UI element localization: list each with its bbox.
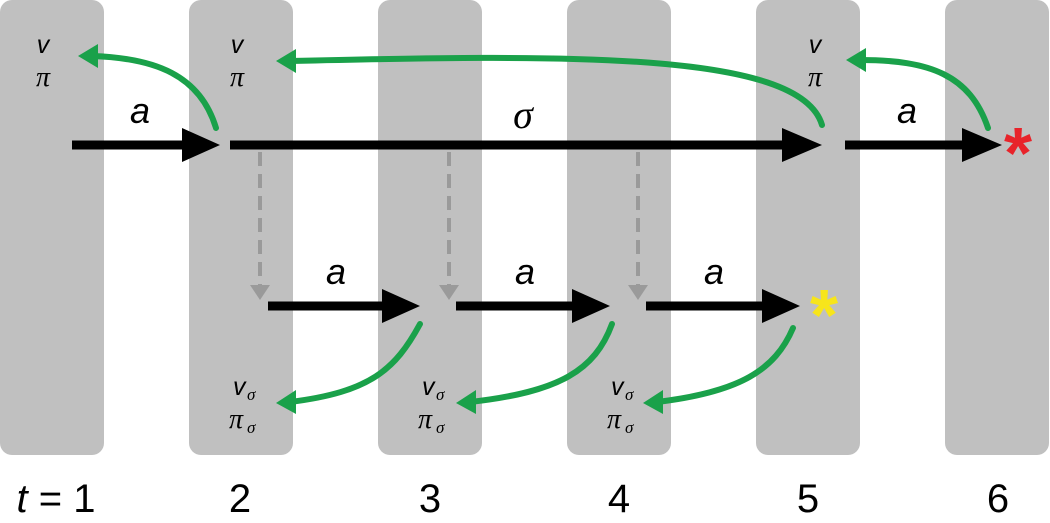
time-axis-labels: t = 1 2 3 4 5 6 — [17, 477, 1010, 521]
value-label-t2: v — [231, 31, 245, 59]
top-arrow-head-1 — [182, 128, 220, 162]
feedback-head-top-option — [276, 49, 296, 73]
time-axis-label-6: 6 — [987, 477, 1009, 521]
sub-value-subscript-t2: σ — [247, 385, 256, 404]
sub-value-subscript-t4: σ — [625, 385, 634, 404]
time-axis-label-4: 4 — [608, 477, 630, 521]
time-axis-value-1: 1 — [73, 477, 95, 521]
policy-label-t5: π — [808, 62, 823, 93]
bottom-arrow-labels: a a a — [326, 251, 724, 292]
sub-value-subscript-t3: σ — [436, 385, 445, 404]
terminal-star-icon: * — [1004, 114, 1032, 194]
dashed-arrow-head-3 — [628, 285, 648, 300]
dashed-arrow-head-1 — [250, 285, 270, 300]
sub-value-label-t3: v — [422, 373, 436, 401]
action-label-bottom-4: a — [704, 251, 724, 292]
policy-label-t1: π — [36, 62, 51, 93]
bottom-value-policy-labels: v σ π σ v σ π σ v σ π σ — [229, 373, 634, 437]
dashed-arrow-head-2 — [439, 285, 459, 300]
feedback-head-top-5 — [846, 48, 866, 72]
time-column-1 — [0, 0, 104, 455]
feedback-curve-top-1 — [89, 53, 219, 131]
value-label-t5: v — [809, 31, 823, 59]
time-axis-prefix: t — [17, 477, 30, 521]
feedback-head-top-1 — [78, 44, 98, 68]
sub-policy-subscript-t3: σ — [436, 418, 445, 437]
top-arrow-heads — [182, 128, 1002, 162]
feedback-curve-bottom-2 — [287, 321, 423, 405]
sub-policy-subscript-t4: σ — [625, 418, 634, 437]
dashed-arrow-heads — [250, 285, 648, 300]
time-column-2 — [189, 0, 293, 455]
top-value-policy-labels: v π v π v π — [36, 31, 823, 93]
policy-label-t2: π — [230, 62, 245, 93]
sub-policy-label-t4: π — [607, 404, 622, 435]
action-label-bottom-3: a — [515, 251, 535, 292]
top-arrow-head-3 — [962, 128, 1002, 162]
sub-policy-label-t2: π — [229, 404, 244, 435]
bottom-arrow-head-3 — [762, 289, 800, 323]
feedback-arrow-heads — [78, 44, 866, 414]
feedback-head-bottom-3 — [456, 390, 476, 414]
sub-labels-t2: v σ π σ — [229, 373, 256, 437]
feedback-curve-top-5 — [857, 57, 991, 131]
sub-labels-t4: v σ π σ — [607, 373, 634, 437]
time-columns — [0, 0, 1049, 455]
feedback-curve-bottom-3 — [467, 321, 615, 405]
bottom-arrow-head-1 — [382, 289, 420, 323]
feedback-curve-top-option — [287, 54, 825, 128]
dashed-arrows — [258, 152, 640, 285]
time-axis-equals: = — [28, 477, 74, 521]
action-label-top-5: a — [897, 90, 917, 131]
feedback-head-bottom-2 — [276, 390, 296, 414]
time-column-5 — [756, 0, 860, 455]
sub-value-label-t4: v — [611, 373, 625, 401]
feedback-curve-bottom-4 — [654, 325, 796, 405]
stars: * * — [810, 114, 1032, 356]
bottom-arrow-heads — [382, 289, 800, 323]
option-label: σ — [513, 92, 534, 137]
action-label-bottom-2: a — [326, 251, 346, 292]
time-column-6 — [945, 0, 1049, 455]
sub-value-label-t2: v — [233, 373, 247, 401]
action-label-top-1: a — [130, 90, 150, 131]
time-axis-label-1: t = 1 — [17, 477, 96, 521]
top-arrow-head-2 — [782, 128, 822, 162]
time-column-3 — [378, 0, 482, 455]
sub-labels-t3: v σ π σ — [418, 373, 445, 437]
value-label-t1: v — [37, 31, 51, 59]
subgoal-star-icon: * — [810, 276, 838, 356]
time-axis-label-3: 3 — [419, 477, 441, 521]
time-column-4 — [567, 0, 671, 455]
time-axis-label-2: 2 — [229, 477, 251, 521]
feedback-head-bottom-4 — [643, 390, 663, 414]
sub-policy-label-t3: π — [418, 404, 433, 435]
bottom-arrow-head-2 — [572, 289, 610, 323]
time-axis-label-5: 5 — [797, 477, 819, 521]
top-arrow-labels: a σ a — [130, 90, 917, 137]
feedback-curves — [89, 53, 991, 405]
sub-policy-subscript-t2: σ — [247, 418, 256, 437]
